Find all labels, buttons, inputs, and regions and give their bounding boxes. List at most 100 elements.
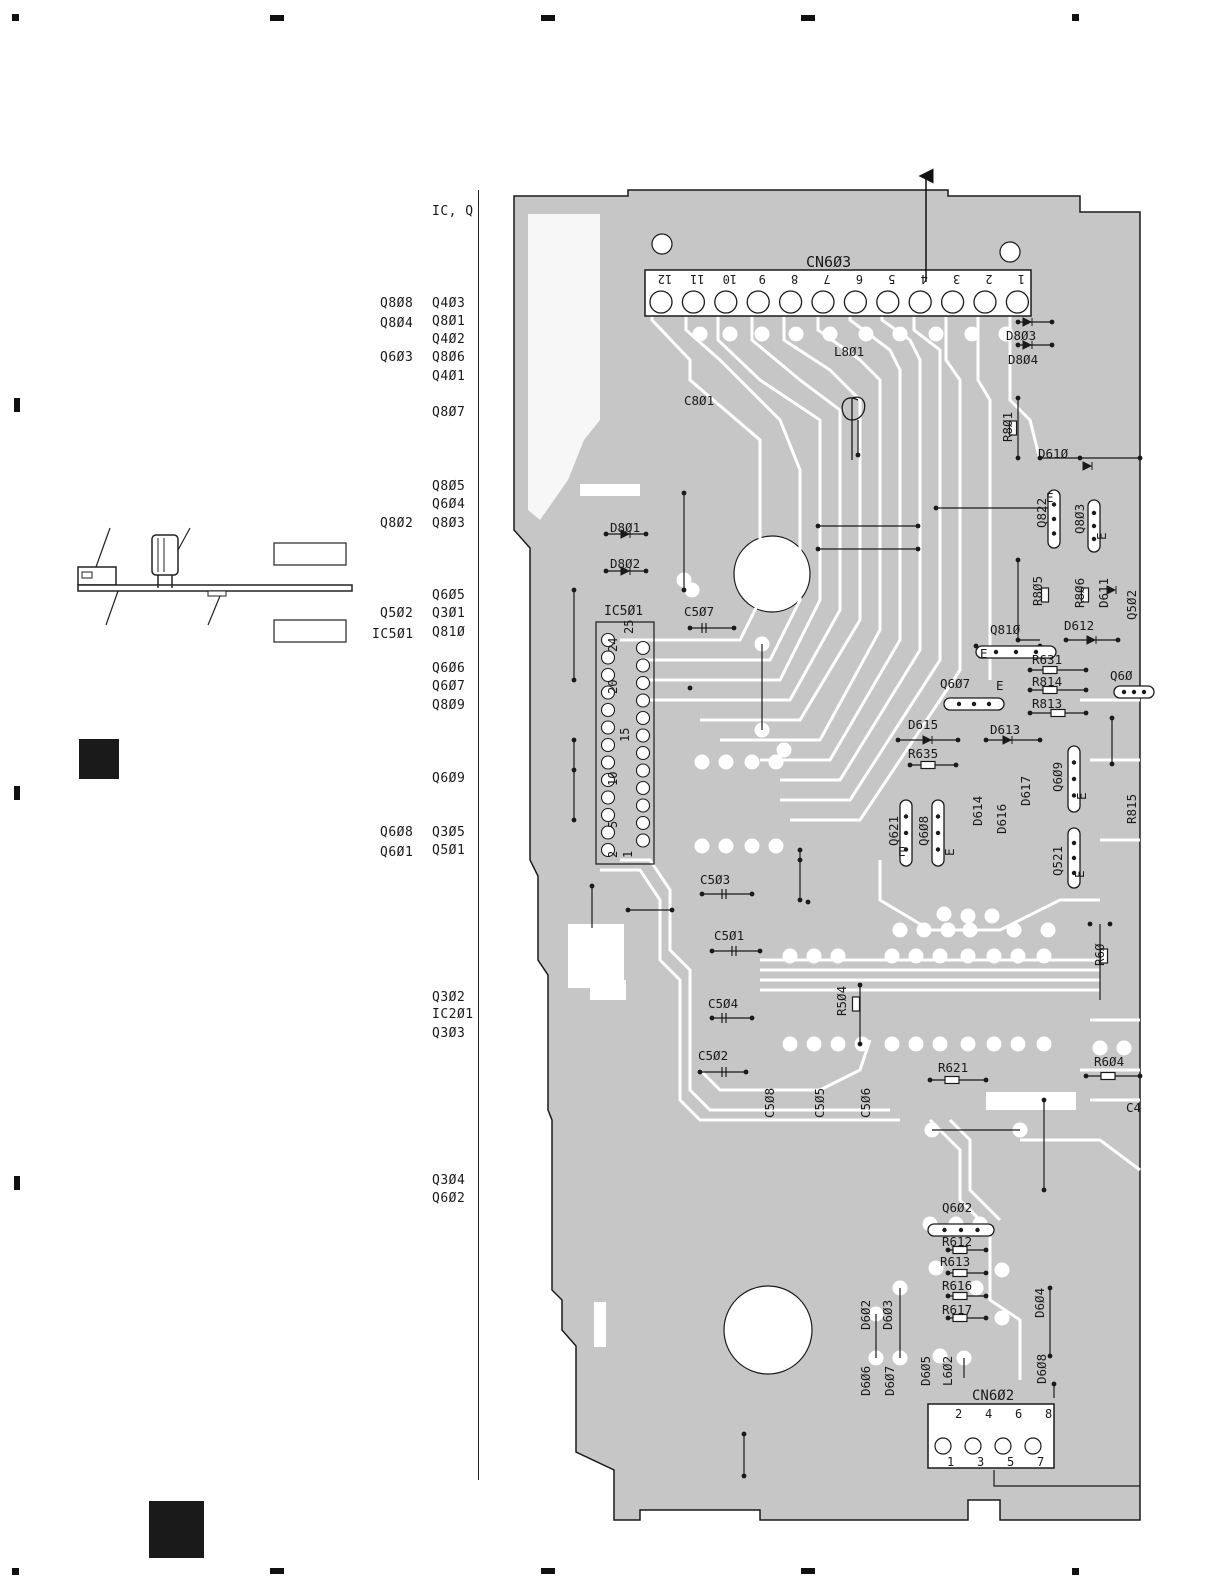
cn603-pin [778, 290, 803, 314]
solder-pad [1116, 1040, 1132, 1056]
solder-pad [830, 1036, 846, 1052]
diode-symbol [1002, 735, 1013, 745]
registration-mark-left-2 [14, 786, 20, 800]
legend-right-item: Q6Ø2 [432, 1191, 466, 1206]
solder-pad [932, 1036, 948, 1052]
cn603-pin-number: 8 [791, 272, 798, 286]
component-label-c507: C5Ø7 [684, 604, 714, 619]
lead-end-dot [973, 643, 979, 649]
transistor-outline [1047, 489, 1061, 549]
component-label-c503: C5Ø3 [700, 872, 730, 887]
board-white-regions [528, 214, 1076, 1347]
solder-pad [892, 922, 908, 938]
ic501-pin [600, 842, 616, 858]
legend-left-item: Q5Ø2 [380, 606, 414, 621]
ic501-pin [635, 833, 651, 848]
diode-symbol [922, 735, 933, 745]
resistor-body [1099, 948, 1109, 964]
resistor-body [851, 996, 861, 1012]
component-label-c501: C5Ø1 [714, 928, 744, 943]
cn603-pin-number: 3 [953, 272, 960, 286]
solder-pad [830, 948, 846, 964]
lead-end-dot [1087, 921, 1093, 927]
ic501-pin [600, 755, 616, 770]
component-label-d616: D616 [994, 804, 1009, 834]
cn602-lead-line [993, 1470, 1140, 1487]
component-label-e7: E [1074, 792, 1089, 800]
component-label-d605: D6Ø5 [918, 1356, 933, 1386]
cn602-connector-body [927, 1403, 1055, 1469]
legend-separator-line [478, 190, 480, 1480]
component-label-r806: R8Ø6 [1072, 578, 1087, 608]
ic501-pin [600, 720, 616, 735]
component-label-d611: D611 [1096, 578, 1111, 608]
solder-pad [968, 1280, 984, 1296]
legend-right-item: Q3Ø5 [432, 825, 466, 840]
solder-pad [884, 1036, 900, 1052]
solder-pad [962, 922, 978, 938]
ic501-trace-bundle [600, 698, 1141, 1380]
solder-pad [908, 1036, 924, 1052]
component-label-c801: C8Ø1 [684, 393, 714, 408]
solder-pad [1036, 1036, 1052, 1052]
cn603-pin-number: 12 [658, 272, 672, 286]
component-label-d607: D6Ø7 [882, 1366, 897, 1396]
registration-mark-bottom-2 [270, 1568, 284, 1574]
diode-symbol [1082, 461, 1093, 471]
component-label-r631: R631 [1032, 652, 1062, 667]
cn603-pin-number: 1 [1018, 272, 1025, 286]
ic501-pin [600, 772, 616, 788]
legend-left-item: IC5Ø1 [372, 627, 414, 642]
component-label-q602: Q6Ø2 [942, 1200, 972, 1215]
cn603-pin-number: 5 [888, 272, 895, 286]
solder-pad [928, 1260, 944, 1276]
cn602-pin [1024, 1437, 1042, 1455]
component-label-d608: D6Ø8 [1034, 1354, 1049, 1384]
solder-pad [960, 1036, 976, 1052]
component-label-e5: E [898, 844, 906, 859]
resistor-body [952, 1268, 968, 1278]
diode-symbol [1022, 340, 1033, 350]
mounting-side-view-illustration [77, 527, 353, 643]
ic501-pin-number: 1 [621, 851, 635, 858]
legend-right-item: Q8Ø3 [432, 516, 466, 531]
solder-pad [806, 1036, 822, 1052]
ic501-pin [635, 815, 651, 831]
transistor-outline [1067, 827, 1081, 889]
solder-pad [892, 326, 908, 342]
registration-mark-top-5 [1072, 14, 1079, 21]
component-label-c506: C5Ø6 [858, 1088, 873, 1118]
diode-symbol [620, 566, 631, 576]
ic501-pin [635, 658, 651, 673]
transistor-outline [931, 799, 945, 867]
resistor-body [1042, 665, 1058, 675]
ic501-pin-number: 24 [606, 638, 620, 652]
resistor-body [1040, 587, 1050, 603]
legend-left-item: Q8Ø4 [380, 316, 414, 331]
component-label-r801: R8Ø1 [1000, 412, 1015, 442]
component-label-q822: Q822 [1034, 498, 1049, 528]
solder-pad [1040, 922, 1056, 938]
cn603-pin-number: 9 [759, 272, 766, 286]
ic501-pin [635, 745, 651, 761]
legend-left-item: Q6Ø3 [380, 350, 414, 365]
solder-pad [768, 838, 784, 854]
legend-right-item: Q8Ø6 [432, 350, 466, 365]
solder-pad [960, 908, 976, 924]
solder-pad [998, 326, 1014, 342]
solder-pad [754, 326, 770, 342]
legend-right-item: Q3Ø2 [432, 990, 466, 1005]
transistor-outline [927, 1223, 995, 1237]
component-label-d802: D8Ø2 [610, 556, 640, 571]
ic501-pin [635, 798, 651, 813]
component-label-d604: D6Ø4 [1032, 1288, 1047, 1318]
transistor-outline [975, 645, 1057, 659]
ic501-pin-number: 5 [606, 821, 620, 828]
component-label-d615: D615 [908, 717, 938, 732]
component-label-r813: R813 [1032, 696, 1062, 711]
component-label-e8: E [1072, 870, 1087, 878]
ic501-footprint [595, 621, 655, 865]
ic501-pin [635, 763, 651, 778]
component-label-q502: Q5Ø2 [1124, 590, 1139, 620]
